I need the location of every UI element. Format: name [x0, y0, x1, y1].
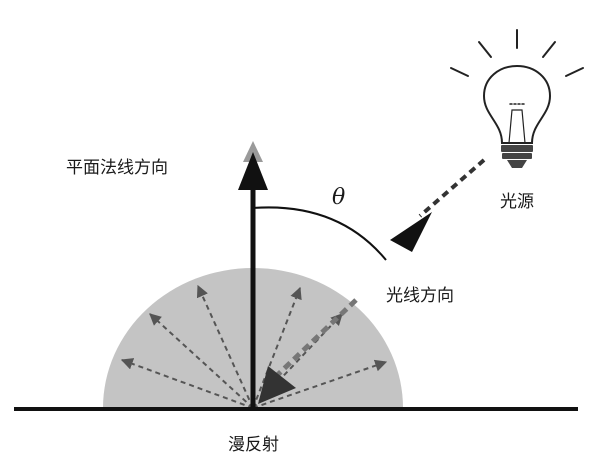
- normal-direction-label: 平面法线方向: [66, 158, 168, 178]
- light-direction-arrowhead: [390, 212, 432, 252]
- light-direction-label: 光线方向: [386, 286, 454, 306]
- light-ray: [258, 158, 486, 404]
- scatter-arrow: [252, 286, 302, 409]
- scatter-arrow: [196, 284, 254, 409]
- light-bulb-icon: [450, 29, 584, 168]
- light-source-label: 光源: [500, 192, 534, 212]
- normal-arrow-head: [238, 152, 268, 190]
- normal-arrow-shadow: [243, 141, 263, 162]
- light-ray-dashed-upper: [418, 158, 486, 218]
- angle-theta-label: θ: [332, 185, 345, 210]
- normal-arrow: [238, 141, 268, 408]
- angle-arc: [252, 206, 387, 261]
- diffuse-reflection-label: 漫反射: [228, 435, 279, 455]
- light-ray-dashed-lower: [266, 298, 358, 386]
- scatter-arrow: [252, 359, 388, 409]
- incident-arrowhead: [258, 366, 296, 404]
